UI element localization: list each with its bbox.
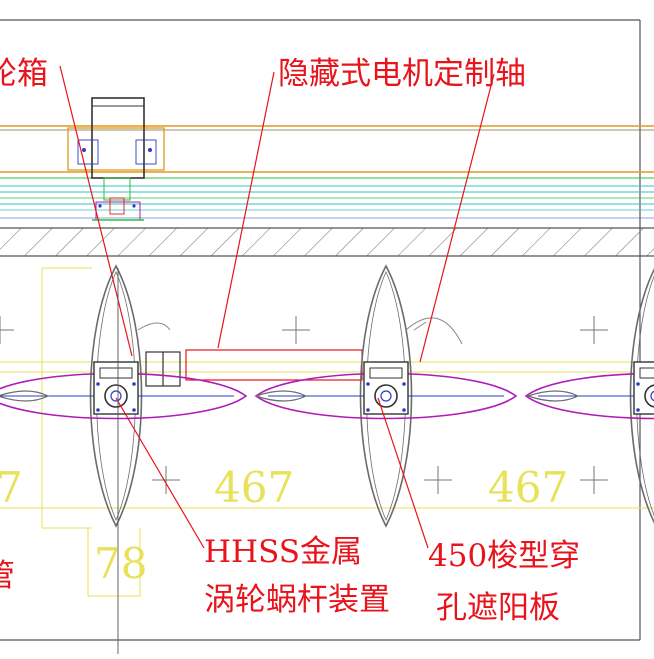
label-blade-line2: 孔遮阳板 xyxy=(436,590,560,626)
gearbox-housing xyxy=(68,98,164,220)
label-worm-gear-line1: HHSS金属 xyxy=(204,534,362,570)
dim-spacing-left: 7 xyxy=(0,463,23,512)
dim-spacing-right: 467 xyxy=(488,463,568,512)
bolt xyxy=(366,382,370,386)
bolt xyxy=(96,382,100,386)
dim-spacing-middle: 467 xyxy=(214,463,294,512)
label-hidden-motor-shaft: 隐藏式电机定制轴 xyxy=(278,56,526,92)
annotation-labels: 轮箱 隐藏式电机定制轴 HHSS金属 涡轮蜗杆装置 450梭型穿 孔遮阳板 管 xyxy=(0,56,580,626)
bolt xyxy=(402,382,406,386)
bolt xyxy=(366,408,370,412)
bolt xyxy=(636,382,640,386)
rotation-arcs xyxy=(138,318,462,344)
hatched-beam xyxy=(0,228,654,256)
bolt xyxy=(96,408,100,412)
label-worm-gear-line2: 涡轮蜗杆装置 xyxy=(204,582,390,618)
motor-block xyxy=(146,352,180,386)
dim-blade-width: 78 xyxy=(94,539,147,588)
bolt xyxy=(636,408,640,412)
label-blade-line1: 450梭型穿 xyxy=(428,538,580,574)
bolt xyxy=(132,408,136,412)
label-gearbox-fragment: 轮箱 xyxy=(0,56,48,92)
bolt xyxy=(402,408,406,412)
bolt xyxy=(132,382,136,386)
label-left-fragment: 管 xyxy=(0,558,15,594)
